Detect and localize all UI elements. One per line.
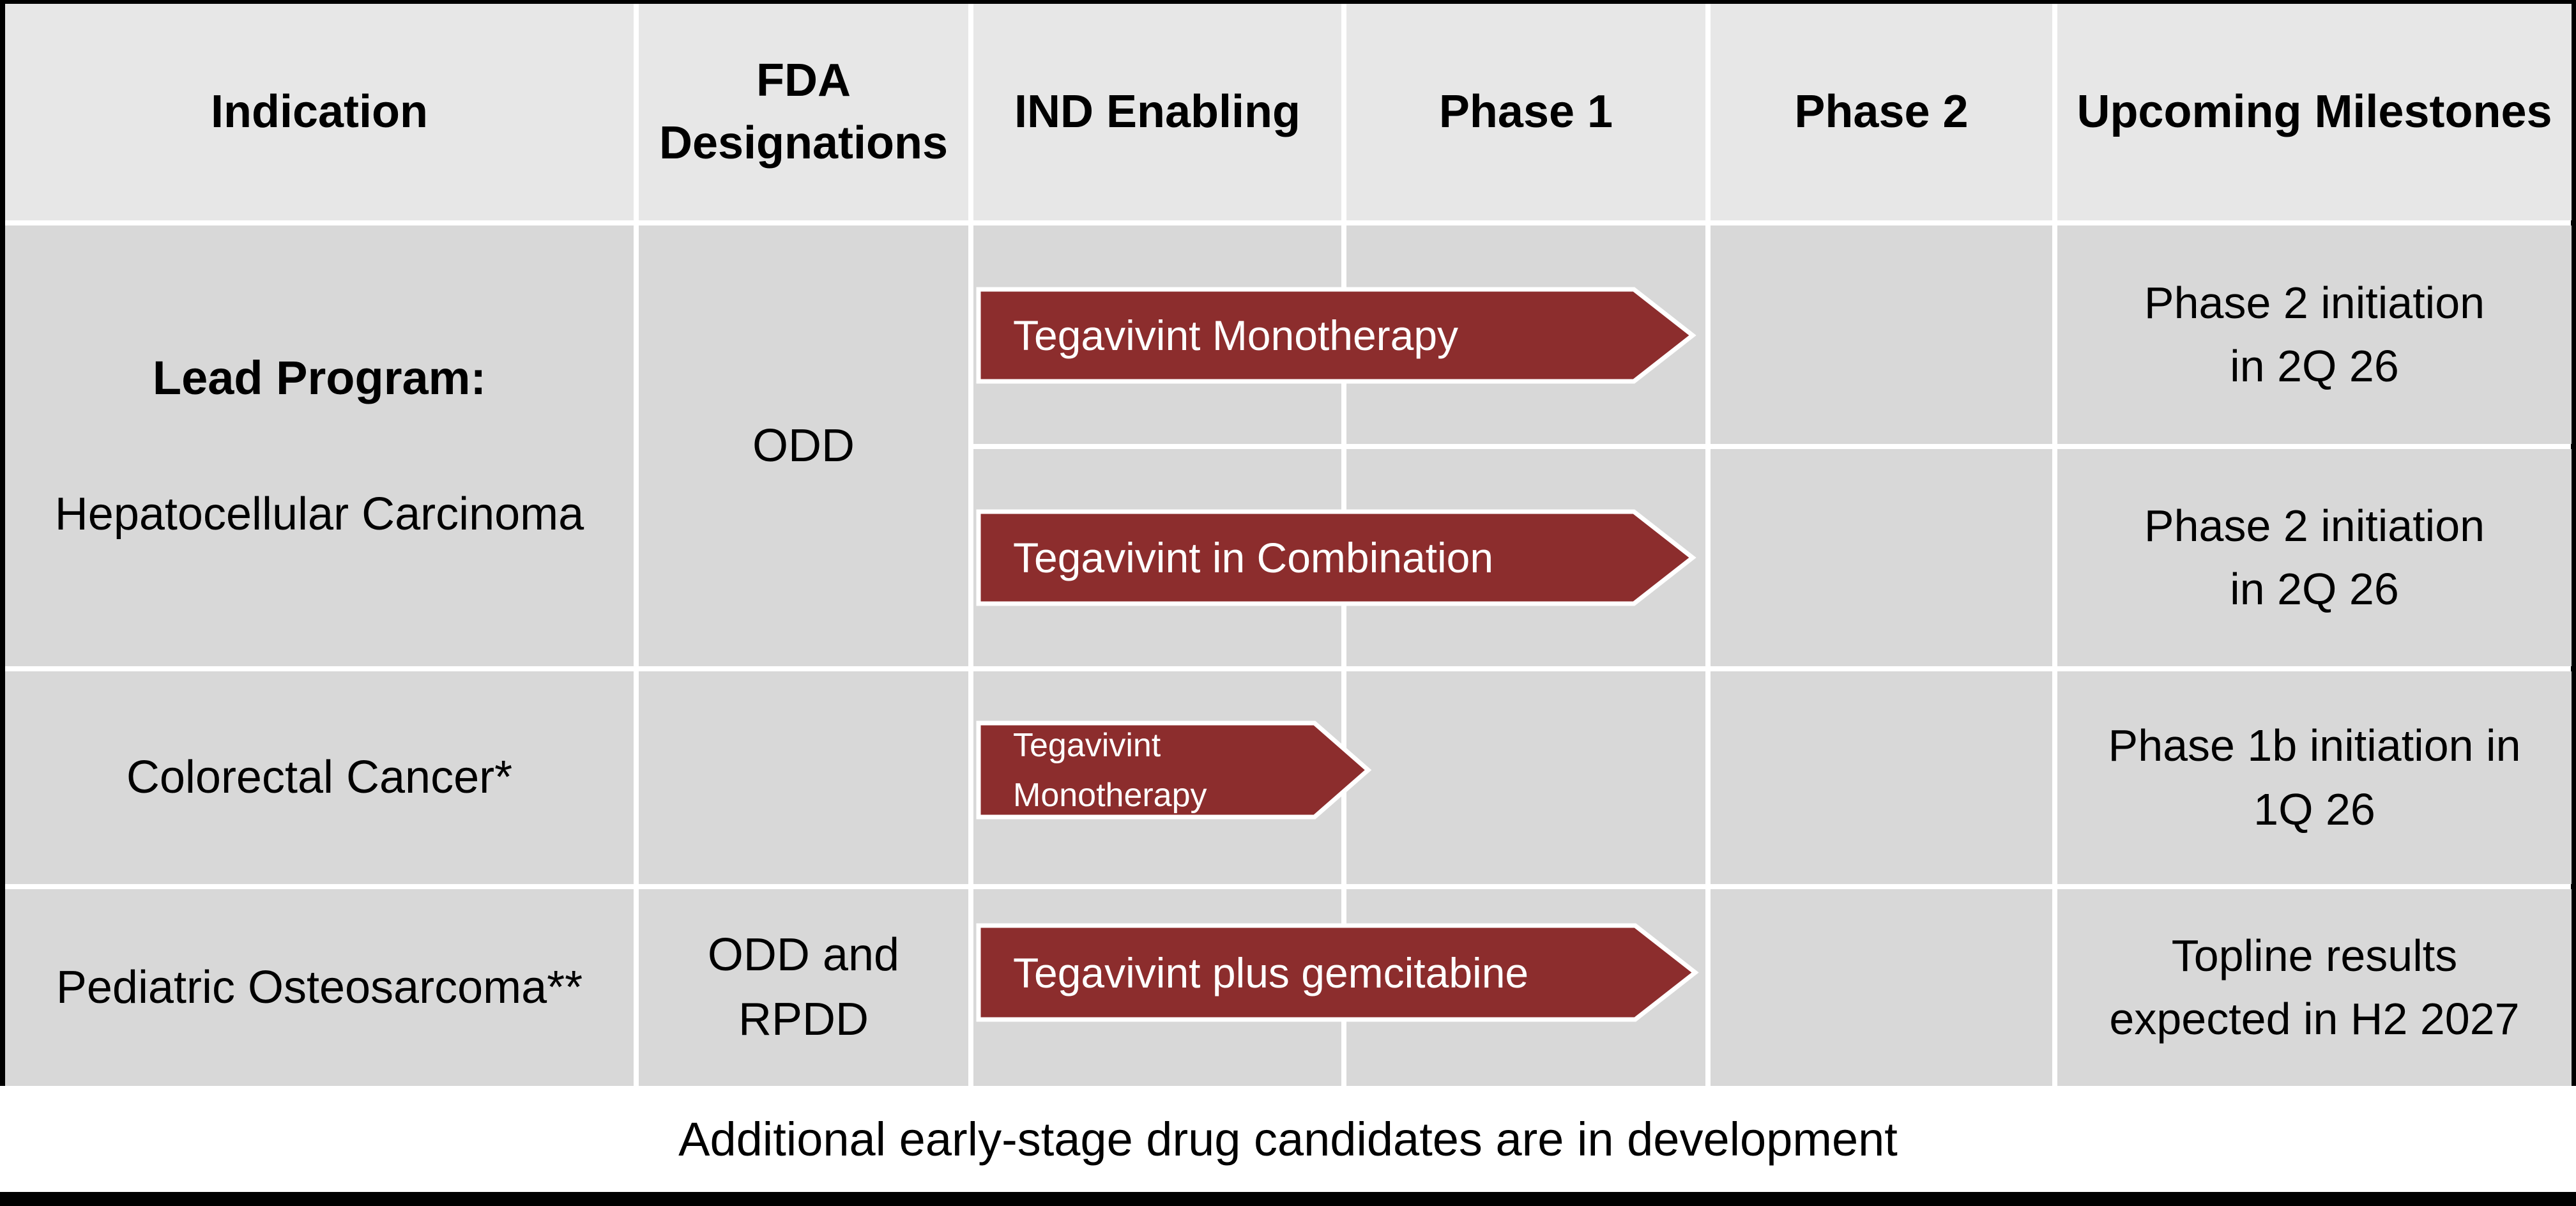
milestone-hcc2-line2: in 2Q 26 xyxy=(2230,564,2399,614)
header-cell-indication: Indication xyxy=(5,4,634,220)
fda-cell-hcc: ODD xyxy=(639,225,968,666)
header-cell-fda-designations: FDA Designations xyxy=(639,4,968,220)
milestone-cell-osteosarcoma: Topline results expected in H2 2027 xyxy=(2057,889,2572,1086)
footer-note: Additional early-stage drug candidates a… xyxy=(678,1112,1898,1166)
arrow-shape xyxy=(976,923,1699,1022)
indication-cell-osteosarcoma: Pediatric Osteosarcoma** xyxy=(5,889,634,1086)
arrow-label: Tegavivint plus gemcitabine xyxy=(1013,949,1529,996)
footer-band: Additional early-stage drug candidates a… xyxy=(0,1086,2576,1192)
indication-cell-hepatocellular: Lead Program: Hepatocellular Carcinoma xyxy=(5,225,634,666)
arrow-tegavivint-plus-gemcitabine: Tegavivint plus gemcitabine xyxy=(976,923,1699,1022)
milestone-hcc1-line2: in 2Q 26 xyxy=(2230,341,2399,391)
arrow-tegavivint-monotherapy-crc: Tegavivint Monotherapy xyxy=(976,721,1373,820)
timeline-cell-crc-phase1 xyxy=(1346,671,1705,884)
timeline-cell-hcc2-phase2 xyxy=(1711,449,2052,666)
arrow-label: Tegavivint Monotherapy xyxy=(1013,721,1207,820)
milestone-crc-line2: 1Q 26 xyxy=(2253,784,2375,834)
arrow-label-line1: Tegavivint xyxy=(1013,726,1161,764)
arrow-shape xyxy=(976,509,1696,606)
arrow-tegavivint-in-combination: Tegavivint in Combination xyxy=(976,509,1696,606)
arrow-label: Tegavivint Monotherapy xyxy=(1013,312,1459,359)
arrow-label-line2: Monotherapy xyxy=(1013,776,1207,814)
milestone-cell-colorectal: Phase 1b initiation in 1Q 26 xyxy=(2057,671,2572,884)
milestone-hcc1-line1: Phase 2 initiation xyxy=(2144,277,2485,328)
arrow-tegavivint-monotherapy-hcc: Tegavivint Monotherapy xyxy=(976,287,1696,384)
fda-cell-osteosarcoma: ODD and RPDD xyxy=(639,889,968,1086)
milestone-hcc2-line1: Phase 2 initiation xyxy=(2144,500,2485,551)
frame-left-bar xyxy=(0,0,5,1088)
hepatocellular-carcinoma-label: Hepatocellular Carcinoma xyxy=(54,489,584,540)
timeline-cell-osteo-phase2 xyxy=(1711,889,2052,1086)
lead-program-label: Lead Program: xyxy=(152,351,487,404)
fda-osteo-line1: ODD and xyxy=(707,929,900,981)
header-cell-upcoming-milestones: Upcoming Milestones xyxy=(2057,4,2572,220)
header-cell-ind-enabling: IND Enabling xyxy=(973,4,1341,220)
milestone-osteo-line2: expected in H2 2027 xyxy=(2109,994,2520,1044)
arrow-shape xyxy=(976,287,1696,384)
timeline-cell-crc-phase2 xyxy=(1711,671,2052,884)
frame-top-bar xyxy=(0,0,2576,4)
frame-bottom-bar xyxy=(0,1192,2576,1206)
header-cell-phase-2: Phase 2 xyxy=(1711,4,2052,220)
header-cell-phase-1: Phase 1 xyxy=(1346,4,1705,220)
arrow-shape xyxy=(976,721,1372,820)
milestone-crc-line1: Phase 1b initiation in xyxy=(2108,721,2521,771)
milestone-cell-hcc2: Phase 2 initiation in 2Q 26 xyxy=(2057,449,2572,666)
indication-cell-colorectal: Colorectal Cancer* xyxy=(5,671,634,884)
timeline-cell-hcc1-phase2 xyxy=(1711,225,2052,444)
arrow-label: Tegavivint in Combination xyxy=(1013,534,1494,581)
fda-cell-colorectal xyxy=(639,671,968,884)
milestone-osteo-line1: Topline results xyxy=(2171,930,2458,981)
frame-right-bar xyxy=(2571,0,2576,1088)
milestone-cell-hcc1: Phase 2 initiation in 2Q 26 xyxy=(2057,225,2572,444)
fda-osteo-line2: RPDD xyxy=(738,994,869,1045)
